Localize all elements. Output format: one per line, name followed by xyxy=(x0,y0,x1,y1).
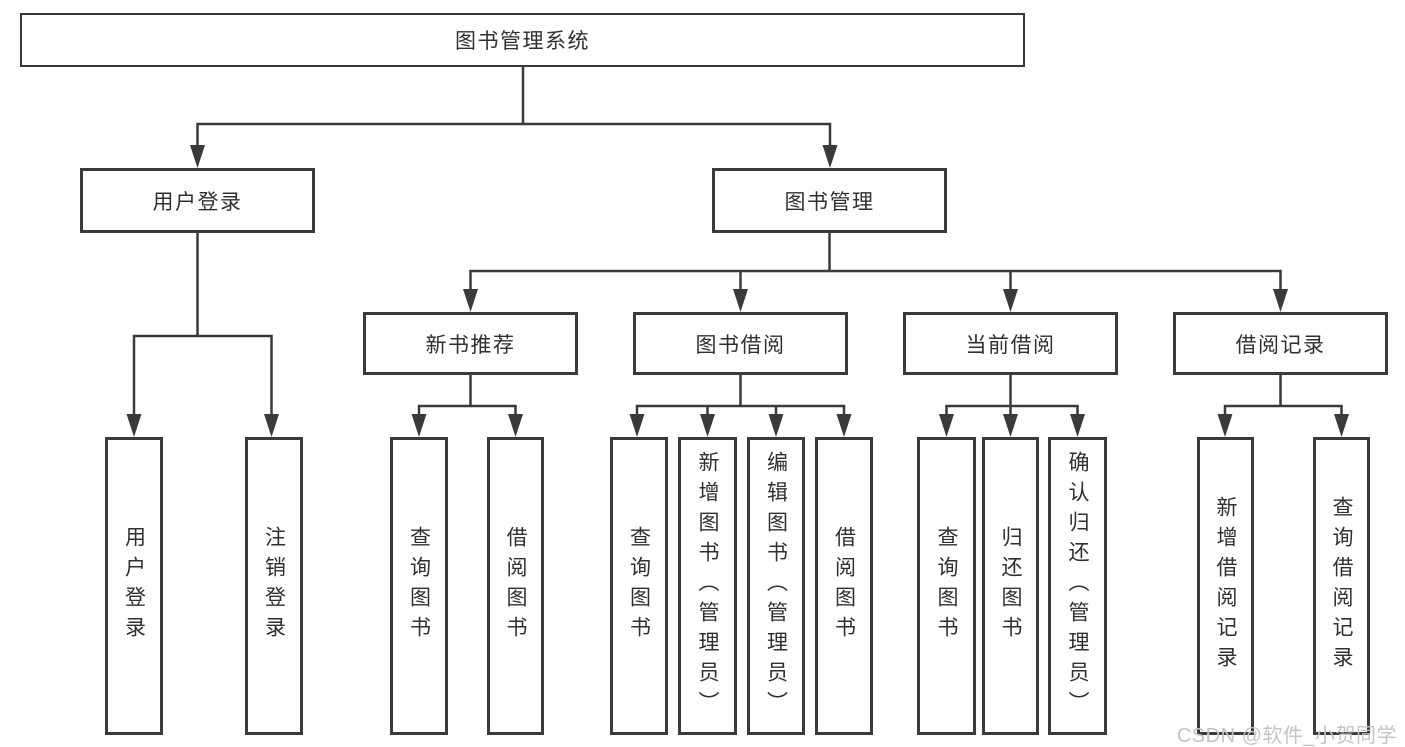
node-current-borrowing: 当前借阅 xyxy=(903,312,1118,375)
node-user-login: 用户登录 xyxy=(80,168,315,233)
connector-records-to-leaves xyxy=(1223,373,1343,420)
node-query-books-recommend: 查询图书 xyxy=(390,437,448,735)
node-borrow-books-borrowing: 借阅图书 xyxy=(815,437,873,735)
node-logout-leaf: 注销登录 xyxy=(245,437,303,735)
connector-root-to-level2 xyxy=(196,65,832,151)
arrowheads xyxy=(126,145,1349,437)
csdn-watermark: CSDN @软件_小贺同学 xyxy=(1176,725,1397,747)
node-query-borrow-record: 查询借阅记录 xyxy=(1313,437,1370,735)
node-confirm-return-admin: 确认归还（管理员） xyxy=(1048,437,1107,735)
node-add-books-admin: 新增图书（管理员） xyxy=(678,437,737,735)
connector-currentborrow-to-leaves xyxy=(945,373,1079,420)
node-user-login-leaf: 用户登录 xyxy=(105,437,163,735)
node-query-books-current: 查询图书 xyxy=(917,437,976,735)
node-edit-books-admin: 编辑图书（管理员） xyxy=(747,437,805,735)
node-library-system: 图书管理系统 xyxy=(20,13,1025,67)
node-borrow-books-recommend: 借阅图书 xyxy=(487,437,544,735)
connector-bookmgmt-to-level3 xyxy=(469,231,1282,295)
node-book-borrowing: 图书借阅 xyxy=(633,312,848,375)
node-return-books: 归还图书 xyxy=(982,437,1039,735)
connector-newbook-to-leaves xyxy=(417,373,517,420)
connector-bookborrow-to-leaves xyxy=(635,373,846,420)
node-borrow-records: 借阅记录 xyxy=(1173,312,1388,375)
node-query-books-borrowing: 查询图书 xyxy=(610,437,668,735)
node-add-borrow-record: 新增借阅记录 xyxy=(1197,437,1254,735)
node-new-book-recommend: 新书推荐 xyxy=(363,312,578,375)
node-book-management: 图书管理 xyxy=(712,168,947,233)
connector-userlogin-to-leaves xyxy=(132,231,273,420)
